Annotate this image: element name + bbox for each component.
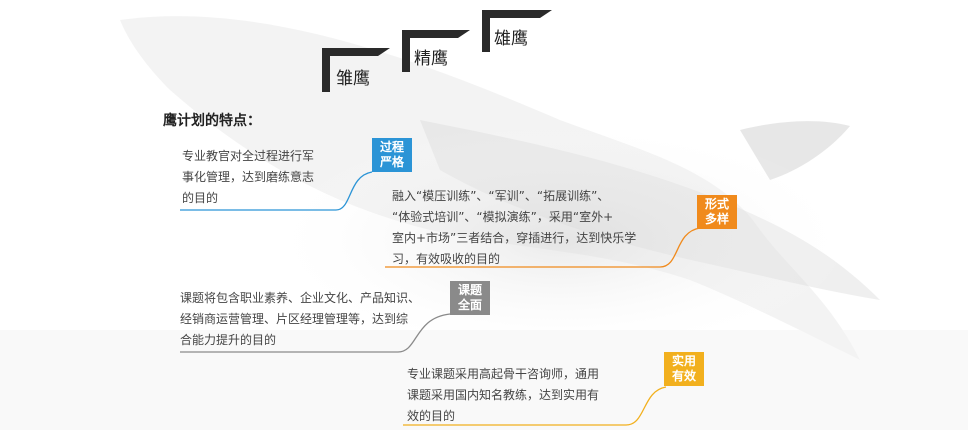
desc-line: “体验式培训”、“模拟演练”，采用“室外+ bbox=[392, 210, 614, 224]
desc-line: 室内+市场”三者结合，穿插进行，达到快乐学 bbox=[392, 231, 637, 245]
stage-label-chuying: 雏鹰 bbox=[336, 69, 370, 89]
tag-line-2: 全面 bbox=[457, 298, 482, 312]
feature-3-description: 课题将包含职业素养、企业文化、产品知识、 经销商运营管理、片区经理管理等，达到综… bbox=[180, 288, 420, 351]
feature-2-description: 融入“模压训练”、“军训”、“拓展训练”、 “体验式培训”、“模拟演练”，采用“… bbox=[392, 186, 636, 270]
tag-line-1: 过程 bbox=[379, 140, 404, 154]
tag-form-diverse: 形式 多样 bbox=[697, 195, 737, 229]
desc-line: 合能力提升的目的 bbox=[180, 333, 277, 347]
desc-line: 效的目的 bbox=[407, 409, 456, 423]
desc-line: 课题将包含职业素养、企业文化、产品知识、 bbox=[180, 291, 421, 305]
desc-line: 专业课题采用高起骨干咨询师，通用 bbox=[407, 367, 600, 381]
desc-line: 专业教官对全过程进行军 bbox=[182, 149, 315, 163]
desc-line: 习，有效吸收的目的 bbox=[392, 252, 501, 266]
desc-line: 事化管理，达到磨练意志 bbox=[182, 170, 315, 184]
stage-label-jingying: 精鹰 bbox=[414, 49, 448, 69]
tag-line-2: 多样 bbox=[704, 212, 729, 226]
feature-1-description: 专业教官对全过程进行军 事化管理，达到磨练意志 的目的 bbox=[182, 146, 314, 209]
tag-process-strict: 过程 严格 bbox=[372, 138, 412, 172]
desc-line: 融入“模压训练”、“军训”、“拓展训练”、 bbox=[392, 189, 610, 203]
tag-line-2: 严格 bbox=[379, 155, 404, 169]
desc-line: 课题采用国内知名教练，达到实用有 bbox=[407, 388, 600, 402]
feature-4-description: 专业课题采用高起骨干咨询师，通用 课题采用国内知名教练，达到实用有 效的目的 bbox=[407, 364, 599, 427]
stage-label-xiongying: 雄鹰 bbox=[494, 29, 528, 49]
tag-line-1: 形式 bbox=[704, 197, 729, 211]
desc-line: 的目的 bbox=[182, 191, 219, 205]
tag-line-1: 实用 bbox=[671, 354, 696, 368]
features-heading: 鹰计划的特点： bbox=[163, 113, 261, 129]
desc-line: 经销商运营管理、片区经理管理等，达到综 bbox=[180, 312, 409, 326]
tag-practical-effective: 实用 有效 bbox=[664, 352, 704, 386]
tag-line-1: 课题 bbox=[457, 283, 482, 297]
tag-topics-comprehensive: 课题 全面 bbox=[450, 281, 490, 315]
tag-line-2: 有效 bbox=[671, 369, 696, 383]
